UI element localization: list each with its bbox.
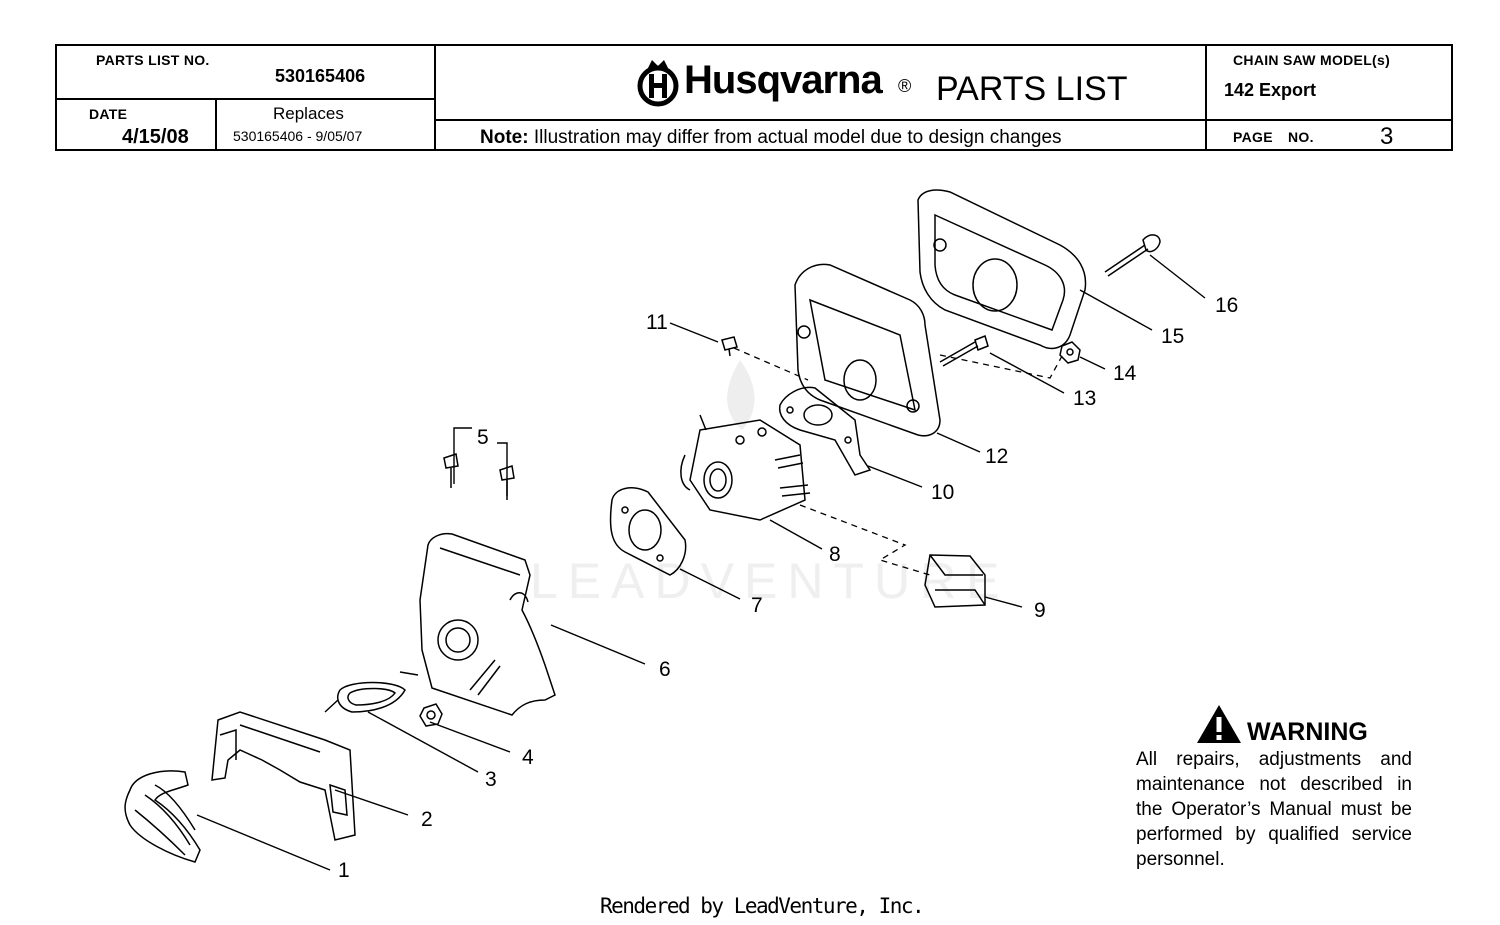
callout-8: 8 <box>829 543 841 566</box>
divider <box>215 98 217 151</box>
parts-list-no: 530165406 <box>275 66 366 86</box>
watermark-flame <box>727 360 755 430</box>
part-2-bracket <box>211 711 356 841</box>
brand-name: Husqvarna <box>684 58 883 102</box>
part-3-gasket <box>337 681 406 713</box>
warning-body: All repairs, adjustments and maintenance… <box>1136 749 1412 870</box>
leader-lines <box>196 254 1206 871</box>
part-1-intake-baffle <box>124 770 201 863</box>
warning-triangle-icon <box>1197 705 1241 743</box>
callout-6: 6 <box>659 658 671 681</box>
replaces-value: 530165406 - 9/05/07 <box>233 128 363 144</box>
part-9-lever <box>924 554 986 608</box>
callout-1: 1 <box>338 859 350 882</box>
leadventure-watermark: LEADVENTURE <box>530 553 1010 609</box>
callout-4: 4 <box>522 746 534 769</box>
callout-14: 14 <box>1113 362 1137 385</box>
callout-9: 9 <box>1034 599 1046 622</box>
divider <box>434 44 436 151</box>
part-14-nut <box>1059 341 1081 364</box>
part-16-long-screw <box>1104 234 1161 277</box>
design-note: Note: Illustration may differ from actua… <box>480 127 1062 149</box>
callout-10: 10 <box>931 481 954 504</box>
callout-11: 11 <box>646 311 668 334</box>
part-4-nut <box>419 703 443 727</box>
callout-16: 16 <box>1215 294 1238 317</box>
husqvarna-crown-logo-icon <box>637 60 679 107</box>
page-number: 3 <box>1380 123 1394 150</box>
note-text: Illustration may differ from actual mode… <box>533 127 1062 148</box>
model-label: CHAIN SAW MODEL(s) <box>1233 52 1391 68</box>
model-value: 142 Export <box>1224 80 1317 100</box>
part-11-screw <box>721 336 738 357</box>
parts-list-no-label: PARTS LIST NO. <box>96 52 210 68</box>
divider <box>434 119 1453 121</box>
callout-12: 12 <box>985 445 1008 468</box>
callout-2: 2 <box>421 808 433 831</box>
page-no-label: NO. <box>1288 129 1314 145</box>
part-6-carb-housing <box>419 532 556 716</box>
part-12-filter-holder <box>794 263 941 437</box>
part-7-insulator <box>609 487 687 576</box>
part-10-gasket <box>778 386 872 476</box>
alignment-lines <box>733 347 1063 576</box>
divider <box>1205 44 1207 151</box>
page-title: PARTS LIST <box>936 70 1128 108</box>
replaces-label: Replaces <box>273 104 344 123</box>
registered-mark: ® <box>898 76 912 96</box>
page-label: PAGE <box>1233 129 1273 145</box>
date-value: 4/15/08 <box>122 126 189 148</box>
callout-5: 5 <box>477 426 489 449</box>
part-13-bolt <box>939 334 989 367</box>
title-block <box>55 44 1453 151</box>
callout-3: 3 <box>485 768 497 791</box>
date-label: DATE <box>89 106 128 122</box>
divider <box>55 98 435 100</box>
note-label: Note: <box>480 127 529 148</box>
warning-title: WARNING <box>1247 718 1368 746</box>
callout-15: 15 <box>1161 325 1184 348</box>
callout-7: 7 <box>751 594 763 617</box>
part-8-carburetor <box>680 414 811 521</box>
footer-credit: Rendered by LeadVenture, Inc. <box>600 894 925 918</box>
part-15-filter-cover <box>917 189 1087 350</box>
callout-13: 13 <box>1073 387 1096 410</box>
